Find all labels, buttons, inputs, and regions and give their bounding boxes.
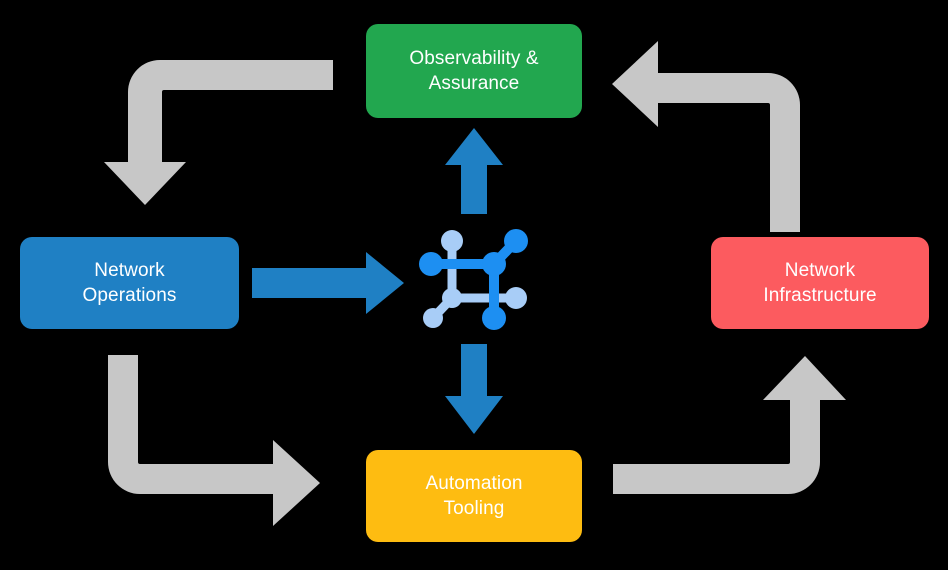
node-network-infrastructure[interactable]: Network Infrastructure [711, 237, 929, 329]
connector-ops-to-automation [108, 355, 320, 526]
connector-automation-to-infrastructure [613, 356, 846, 494]
connector-ops-to-hub [252, 252, 404, 314]
topology-node-mid-left [442, 288, 462, 308]
node-label-network-infrastructure: Network Infrastructure [763, 259, 877, 306]
topology-node-center [482, 252, 506, 276]
connector-infrastructure-to-observability [612, 41, 800, 232]
node-label-observability: Observability & Assurance [409, 47, 539, 94]
node-automation-tooling[interactable]: Automation Tooling [366, 450, 582, 542]
node-observability-assurance[interactable]: Observability & Assurance [366, 24, 582, 118]
topology-node-top-left [441, 230, 463, 252]
connector-hub-to-observability [445, 128, 503, 214]
topology-node-mid-right [505, 287, 527, 309]
network-topology-svg [419, 229, 528, 330]
topology-node-bottom [482, 306, 506, 330]
network-topology-icon [418, 219, 534, 339]
topology-node-left [419, 252, 443, 276]
node-label-network-operations: Network Operations [82, 259, 177, 306]
topology-nodes-light [423, 230, 527, 328]
node-network-operations[interactable]: Network Operations [20, 237, 239, 329]
topology-node-top-right [504, 229, 528, 253]
topology-nodes-dark [419, 229, 528, 330]
node-label-automation-tooling: Automation Tooling [425, 472, 523, 519]
topology-node-bottom-left [423, 308, 443, 328]
connector-observability-to-ops [104, 60, 333, 205]
connector-hub-to-automation [445, 344, 503, 434]
